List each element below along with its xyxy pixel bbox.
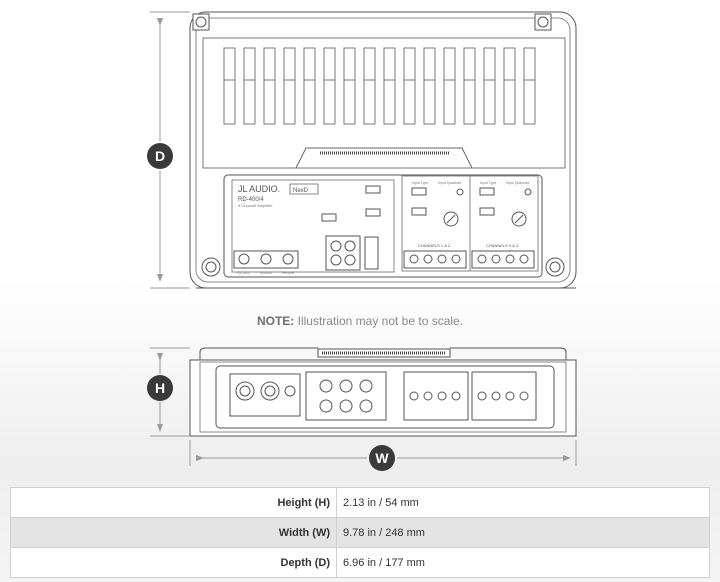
panel-term-remote: Remote <box>282 271 294 275</box>
spec-value-width: 9.78 in / 248 mm <box>336 517 710 548</box>
width-dimension-line <box>189 440 577 466</box>
table-row: Depth (D) 6.96 in / 177 mm <box>10 547 710 578</box>
panel-label-input-type-2: Input Type <box>480 181 496 185</box>
panel-label-input-quadrant-1: Input Quadrant <box>438 181 461 185</box>
table-row: Height (H) 2.13 in / 54 mm <box>10 487 710 518</box>
panel-term-12vdc: +12 VDC <box>236 271 251 275</box>
height-badge: H <box>147 375 173 401</box>
depth-badge: D <box>147 143 173 169</box>
amplifier-top-view <box>189 11 577 289</box>
panel-channels-3-4: CHANNELS 3 & 4 <box>486 243 519 248</box>
height-dimension-line <box>150 347 190 437</box>
panel-subtitle: 4 Channel Amplifier <box>238 203 273 208</box>
panel-brand: JL AUDIO. <box>238 184 280 194</box>
nexd-badge-frame <box>289 183 319 195</box>
panel-term-ground: Ground <box>260 271 272 275</box>
depth-dimension-line <box>150 11 190 289</box>
scale-note: NOTE: Illustration may not be to scale. <box>0 314 720 328</box>
spec-label-height: Height (H) <box>10 487 337 518</box>
panel-channels-1-2: CHANNELS 1 & 2 <box>418 243 451 248</box>
panel-model: RD-400/4 <box>238 197 264 203</box>
table-row: Width (W) 9.78 in / 248 mm <box>10 517 710 548</box>
amplifier-side-view <box>189 347 577 437</box>
spec-label-depth: Depth (D) <box>10 547 337 578</box>
spec-label-width: Width (W) <box>10 517 337 548</box>
amplifier-drawing: JL AUDIO. NexD RD-400/4 4 Channel Amplif… <box>150 11 577 466</box>
panel-label-input-quadrant-2: Input Quadrant <box>506 181 529 185</box>
heatsink-fins <box>223 47 536 125</box>
panel-label-input-type-1: Input Type <box>412 181 428 185</box>
amplifier-dimension-illustration: JL AUDIO. NexD RD-400/4 4 Channel Amplif… <box>147 11 577 471</box>
scale-note-bold: NOTE: <box>256 314 295 328</box>
width-badge: W <box>369 445 395 471</box>
scale-note-text: Illustration may not be to scale. <box>294 314 464 328</box>
panel-nexd: NexD <box>293 188 309 194</box>
dimensions-table: Height (H) 2.13 in / 54 mm Width (W) 9.7… <box>10 487 710 578</box>
spec-value-depth: 6.96 in / 177 mm <box>336 547 710 578</box>
spec-value-height: 2.13 in / 54 mm <box>336 487 710 518</box>
